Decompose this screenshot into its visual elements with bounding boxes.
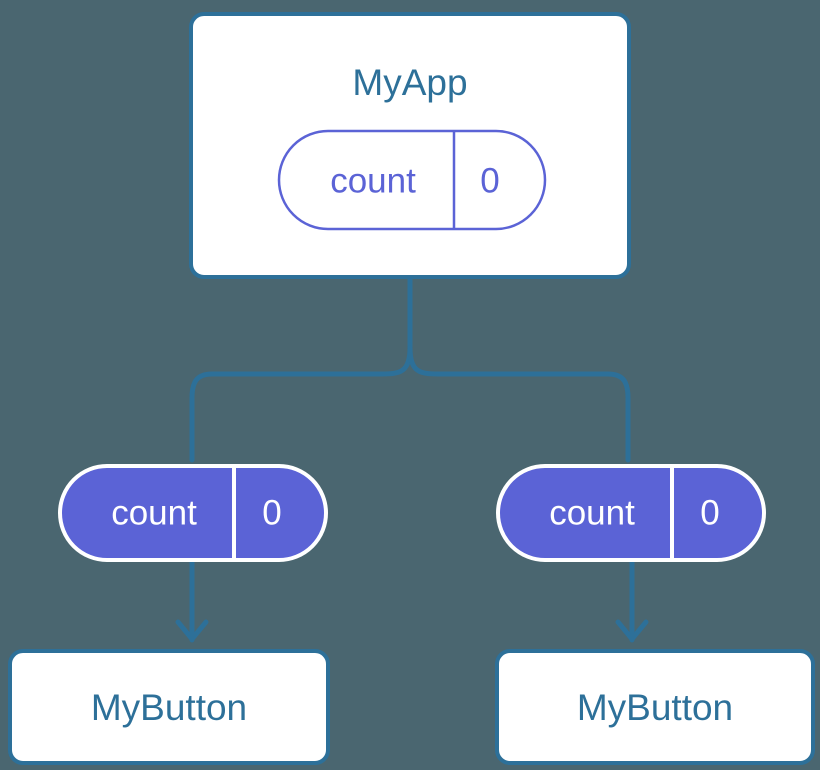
- myapp-state-pill-shape[interactable]: [277, 129, 547, 231]
- right-state-key: count: [549, 493, 635, 532]
- left-state-pill-shape[interactable]: [58, 464, 328, 562]
- right-state-pill-shape[interactable]: [496, 464, 766, 562]
- edge-root-to-children: [189, 274, 631, 463]
- edge-split-right: [407, 345, 631, 463]
- mybutton-left-label: MyButton: [91, 687, 247, 728]
- node-myapp[interactable]: MyApp count 0: [189, 12, 631, 279]
- edge-right-state-to-right-child: [615, 557, 649, 643]
- left-state-pill[interactable]: count 0: [58, 464, 328, 562]
- left-state-key: count: [111, 493, 197, 532]
- mybutton-left-box[interactable]: [8, 649, 330, 765]
- edge-split-left: [189, 345, 413, 463]
- node-mybutton-left[interactable]: MyButton: [8, 649, 330, 765]
- right-state-pill[interactable]: count 0: [496, 464, 766, 562]
- left-state-value: 0: [262, 493, 281, 532]
- node-mybutton-right[interactable]: MyButton: [495, 649, 815, 765]
- myapp-state-value: 0: [480, 161, 499, 200]
- myapp-title: MyApp: [352, 62, 467, 103]
- myapp-state-pill[interactable]: count 0: [277, 129, 547, 231]
- arrow-head-left: [175, 619, 209, 642]
- mybutton-right-box[interactable]: [495, 649, 815, 765]
- right-state-value: 0: [700, 493, 719, 532]
- myapp-state-key: count: [330, 161, 416, 200]
- mybutton-right-label: MyButton: [577, 687, 733, 728]
- edge-left-state-to-left-child: [175, 557, 209, 643]
- arrow-head-right: [615, 619, 649, 642]
